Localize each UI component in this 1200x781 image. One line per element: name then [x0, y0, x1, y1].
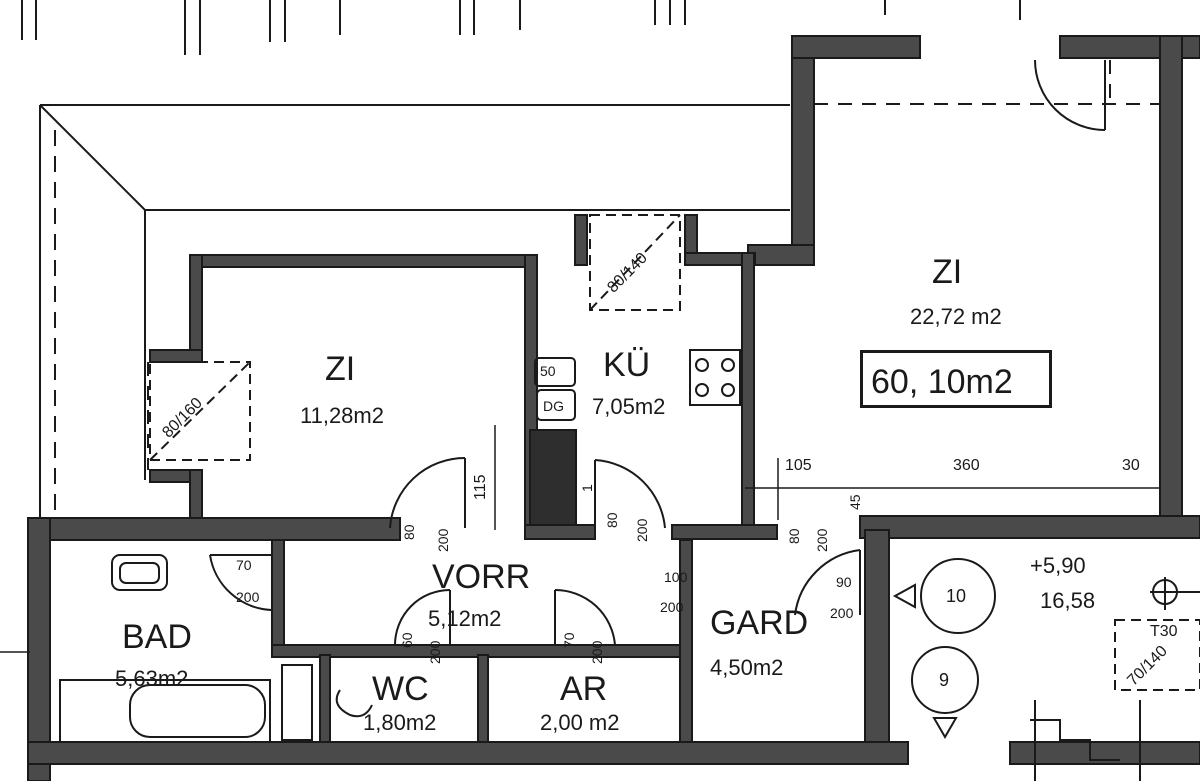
door-80-c: 80: [786, 528, 802, 544]
dim-115: 115: [472, 474, 489, 500]
wc-area: 1,80m2: [363, 710, 437, 735]
stair-step-9: 9: [939, 670, 950, 690]
door-200-wc: 200: [427, 640, 443, 664]
wardrobe-name: GARD: [710, 604, 809, 642]
dim-360: 360: [953, 457, 980, 474]
door-swings: [209, 59, 1106, 646]
storage-name: AR: [560, 670, 608, 708]
bath-name: BAD: [122, 618, 192, 656]
zi-right-name: ZI: [932, 253, 963, 291]
balcony-outline: [39, 104, 790, 520]
door-70-bath: 70: [236, 557, 252, 573]
dashed-lines: [147, 60, 1160, 470]
door-60-wc: 60: [399, 632, 415, 648]
total-area: 60, 10m2: [871, 363, 1013, 401]
door-200-gard: 200: [660, 599, 684, 615]
stair-step-10: 10: [946, 586, 967, 606]
door-200-bath: 200: [236, 589, 260, 605]
stair-area: 16,58: [1040, 588, 1096, 613]
wardrobe-area: 4,50m2: [710, 655, 784, 680]
door-90-stair: 90: [836, 574, 852, 590]
walls: [27, 35, 1200, 781]
door-200-stair: 200: [830, 605, 854, 621]
kitchen-area: 7,05m2: [592, 394, 666, 419]
door-200-b: 200: [634, 518, 650, 542]
window-symbols: [149, 214, 1200, 691]
door-200-ar: 200: [589, 640, 605, 664]
dim-30: 30: [1122, 457, 1140, 474]
fixtures: [59, 349, 741, 743]
zi-left-area: 11,28m2: [300, 403, 384, 428]
storage-area: 2,00 m2: [540, 710, 620, 735]
dim-105: 105: [785, 457, 812, 474]
door-200-a: 200: [435, 528, 451, 552]
hall-name: VORR: [432, 558, 531, 596]
stair-symbols: [892, 558, 1200, 781]
dimension-lines: [0, 425, 1160, 653]
door-70-ar: 70: [561, 632, 577, 648]
top-edge-lines: [21, 0, 1021, 55]
door-200-c: 200: [814, 528, 830, 552]
kitchen-sink-label: 50: [540, 363, 556, 379]
door-80-b: 80: [604, 512, 620, 528]
door-1: 1: [579, 484, 595, 492]
dim-45: 45: [847, 494, 863, 510]
kitchen-appliance-label: DG: [543, 398, 564, 414]
stair-level: +5,90: [1030, 553, 1086, 578]
door-100-gard: 100: [664, 569, 688, 585]
t30-label: T30: [1150, 623, 1178, 640]
wc-name: WC: [372, 670, 429, 708]
total-area-box: 60, 10m2: [860, 350, 1052, 408]
kitchen-name: KÜ: [603, 346, 651, 384]
bath-area: 5,63m2: [115, 666, 189, 691]
zi-left-name: ZI: [325, 350, 356, 388]
door-80-a: 80: [401, 524, 417, 540]
hall-area: 5,12m2: [428, 606, 502, 631]
zi-right-area: 22,72 m2: [910, 304, 1002, 329]
